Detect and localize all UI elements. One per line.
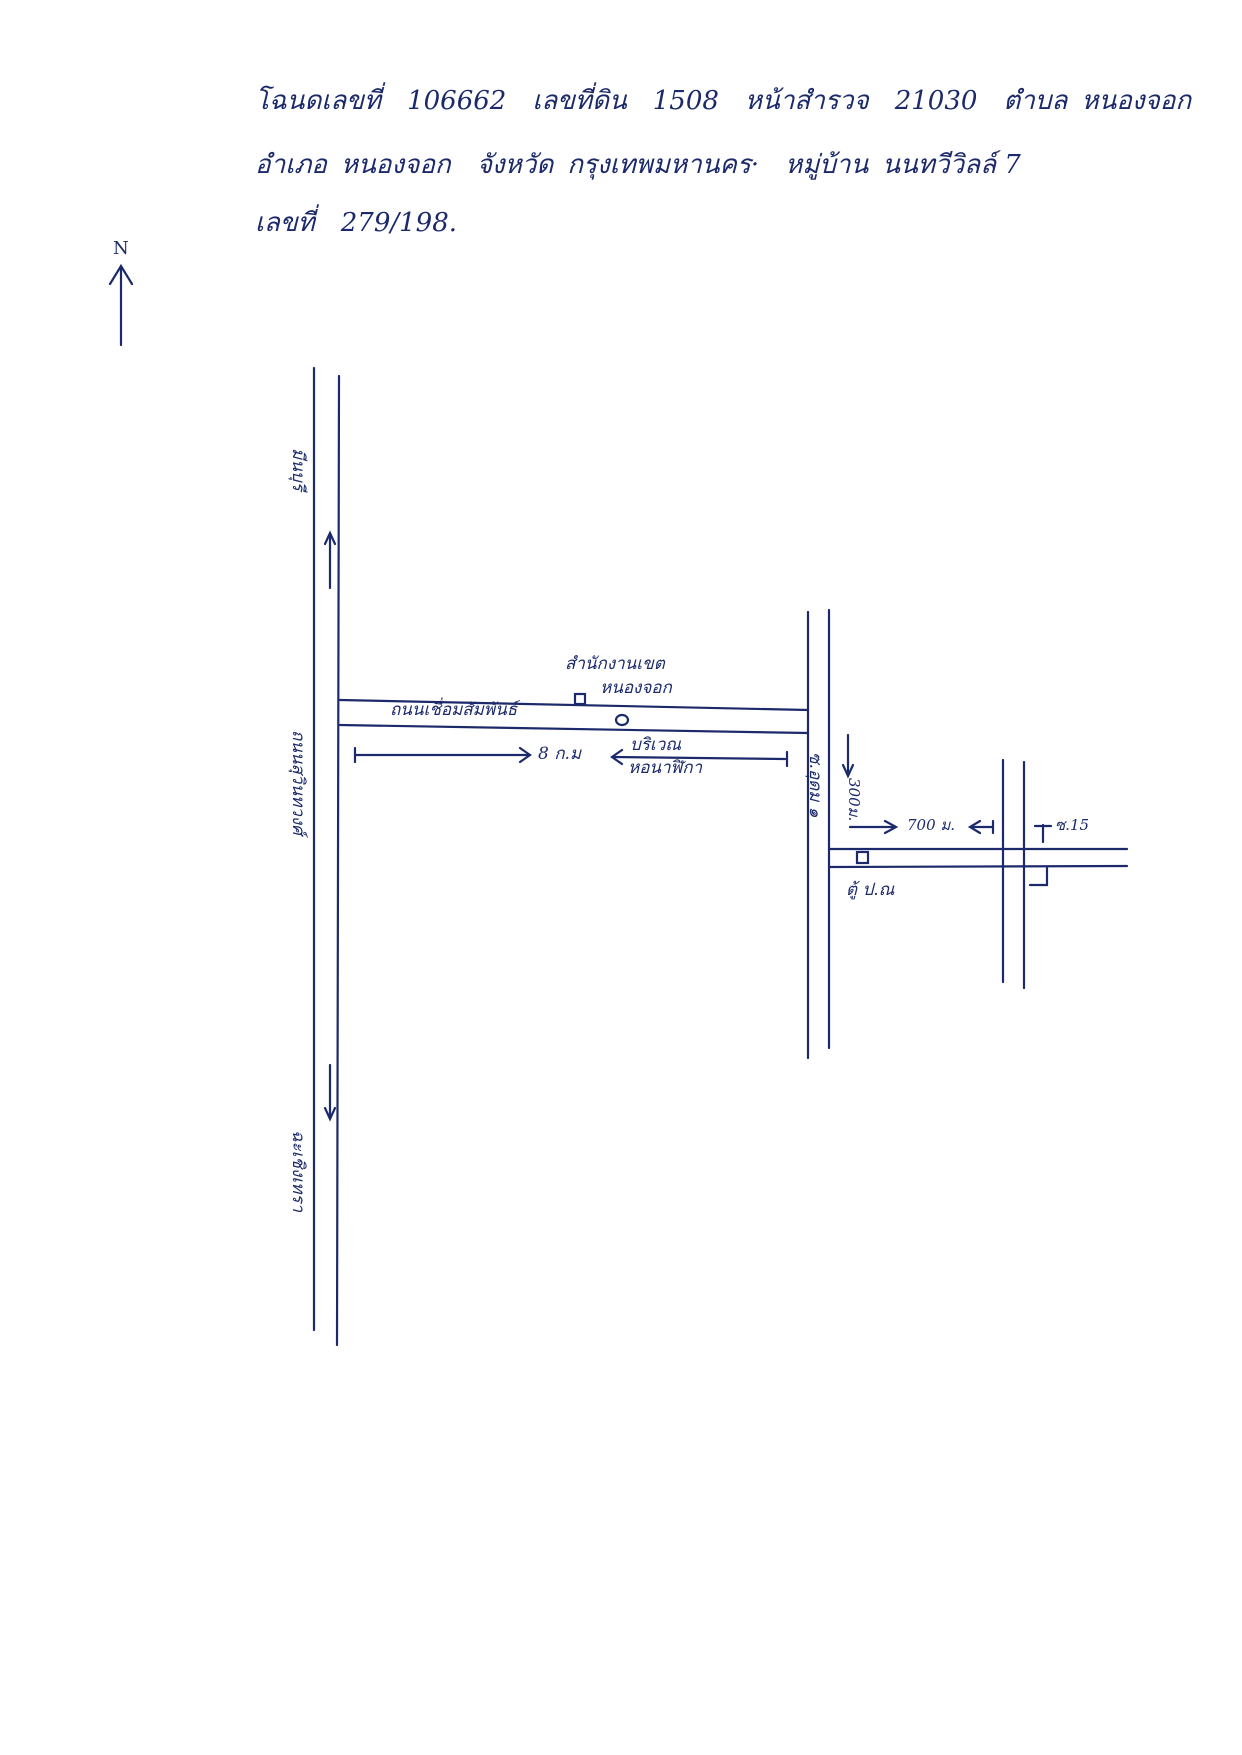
side-road-label: ซ.อุดม ๑ <box>805 752 825 818</box>
main-road-label: ถนนสุวินทวงศ์ <box>288 730 308 835</box>
to-minburi-label: มีนบุรี <box>288 448 308 491</box>
distance-300m-label: 300ม. <box>845 778 863 822</box>
header-line-1: โฉนดเลขที่ 106662 เลขที่ดิน 1508 หน้าสำรวจ 21… <box>255 80 1217 121</box>
clock-tower-area-label-2: หอนาฬิกา <box>628 758 703 778</box>
distance-8km-label: 8 ก.ม <box>538 744 582 764</box>
deed-number: 106662 <box>407 86 507 116</box>
distance-8km-marker <box>353 746 789 768</box>
deed-label: โฉนดเลขที่ <box>255 86 382 116</box>
clock-tower-marker <box>614 713 630 727</box>
connector-road-label: ถนนเชื่อมสัมพันธ์ <box>390 700 518 720</box>
post-box-label: ตู้ ป.ณ <box>846 880 895 900</box>
distance-700m-label: 700 ม. <box>907 816 956 834</box>
district-office-label-1: สำนักงานเขต <box>565 654 665 674</box>
header-line-2: อำเภอ หนองจอก จังหวัด กรุงเทพมหานคร· หมู่บ้า… <box>255 144 1047 185</box>
village-value: นนทวีวิลล์ 7 <box>882 150 1021 180</box>
north-arrow-icon <box>108 263 134 347</box>
land-number: 1508 <box>652 86 719 116</box>
arrow-down-icon <box>323 1063 337 1122</box>
distance-300m-marker <box>841 733 855 779</box>
arrow-up-icon <box>323 530 337 590</box>
province-label: จังหวัด <box>476 150 554 180</box>
corner-mark <box>1028 866 1049 887</box>
land-label: เลขที่ดิน <box>532 86 627 116</box>
distance-700m-marker <box>848 819 995 835</box>
survey-number: 21030 <box>894 86 978 116</box>
right-road <box>828 847 1129 869</box>
to-chachoengsao-label: ฉะเชิงเทรา <box>288 1130 308 1213</box>
clock-tower-area-label-1: บริเวณ <box>630 735 682 755</box>
district-value: หนองจอก <box>340 150 451 180</box>
survey-label: หน้าสำรวจ <box>744 86 869 116</box>
side-road <box>806 608 831 1060</box>
village-label: หมู่บ้าน <box>785 150 869 180</box>
district-label: อำเภอ <box>255 150 327 180</box>
north-label: N <box>113 238 129 259</box>
post-box-marker <box>855 850 870 865</box>
house-number-value: 279/198. <box>340 208 458 238</box>
soi-15-label: ซ.15 <box>1055 816 1090 834</box>
soi-15-road <box>1001 758 1026 990</box>
district-office-label-2: หนองจอก <box>600 678 672 698</box>
arrow-up-soi15-icon <box>1033 823 1053 844</box>
main-road <box>312 366 341 1347</box>
subdistrict-value: หนองจอก <box>1081 86 1192 116</box>
header-line-3: เลขที่ 279/198. <box>255 202 483 243</box>
subdistrict-label: ตำบล <box>1003 86 1068 116</box>
province-value: กรุงเทพมหานคร· <box>567 150 760 180</box>
district-office-marker <box>573 692 587 706</box>
house-number-label: เลขที่ <box>255 208 315 238</box>
